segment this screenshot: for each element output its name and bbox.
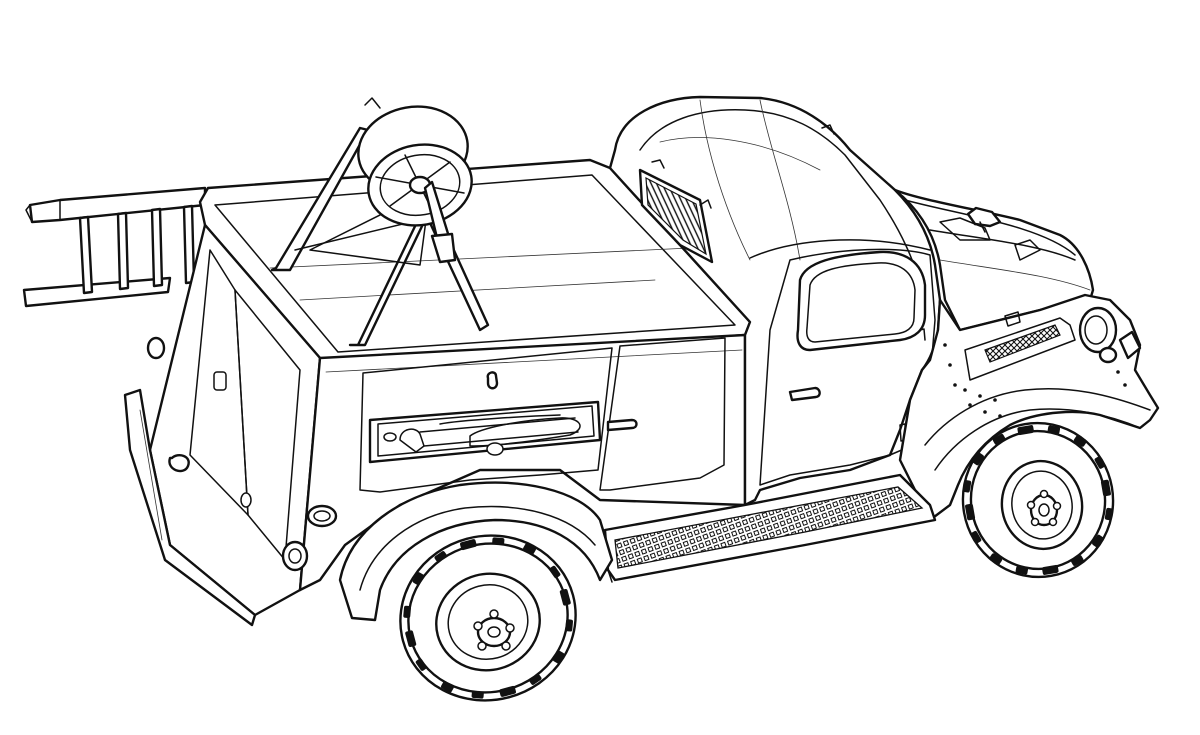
rear-fender: [338, 481, 614, 622]
mirror: [966, 206, 1002, 228]
rear-wheel: [399, 534, 577, 702]
tool-compartment: [368, 400, 602, 464]
ladder: [22, 186, 207, 308]
rear-bumper: [123, 388, 257, 627]
front-wheel: [961, 421, 1115, 579]
side-window: [796, 250, 927, 352]
cab-door: [759, 248, 936, 486]
headlight: [1078, 306, 1142, 364]
equipment-body: [146, 158, 752, 617]
cab: [608, 95, 942, 507]
running-board: [603, 473, 937, 583]
hose-reel: [270, 97, 490, 347]
